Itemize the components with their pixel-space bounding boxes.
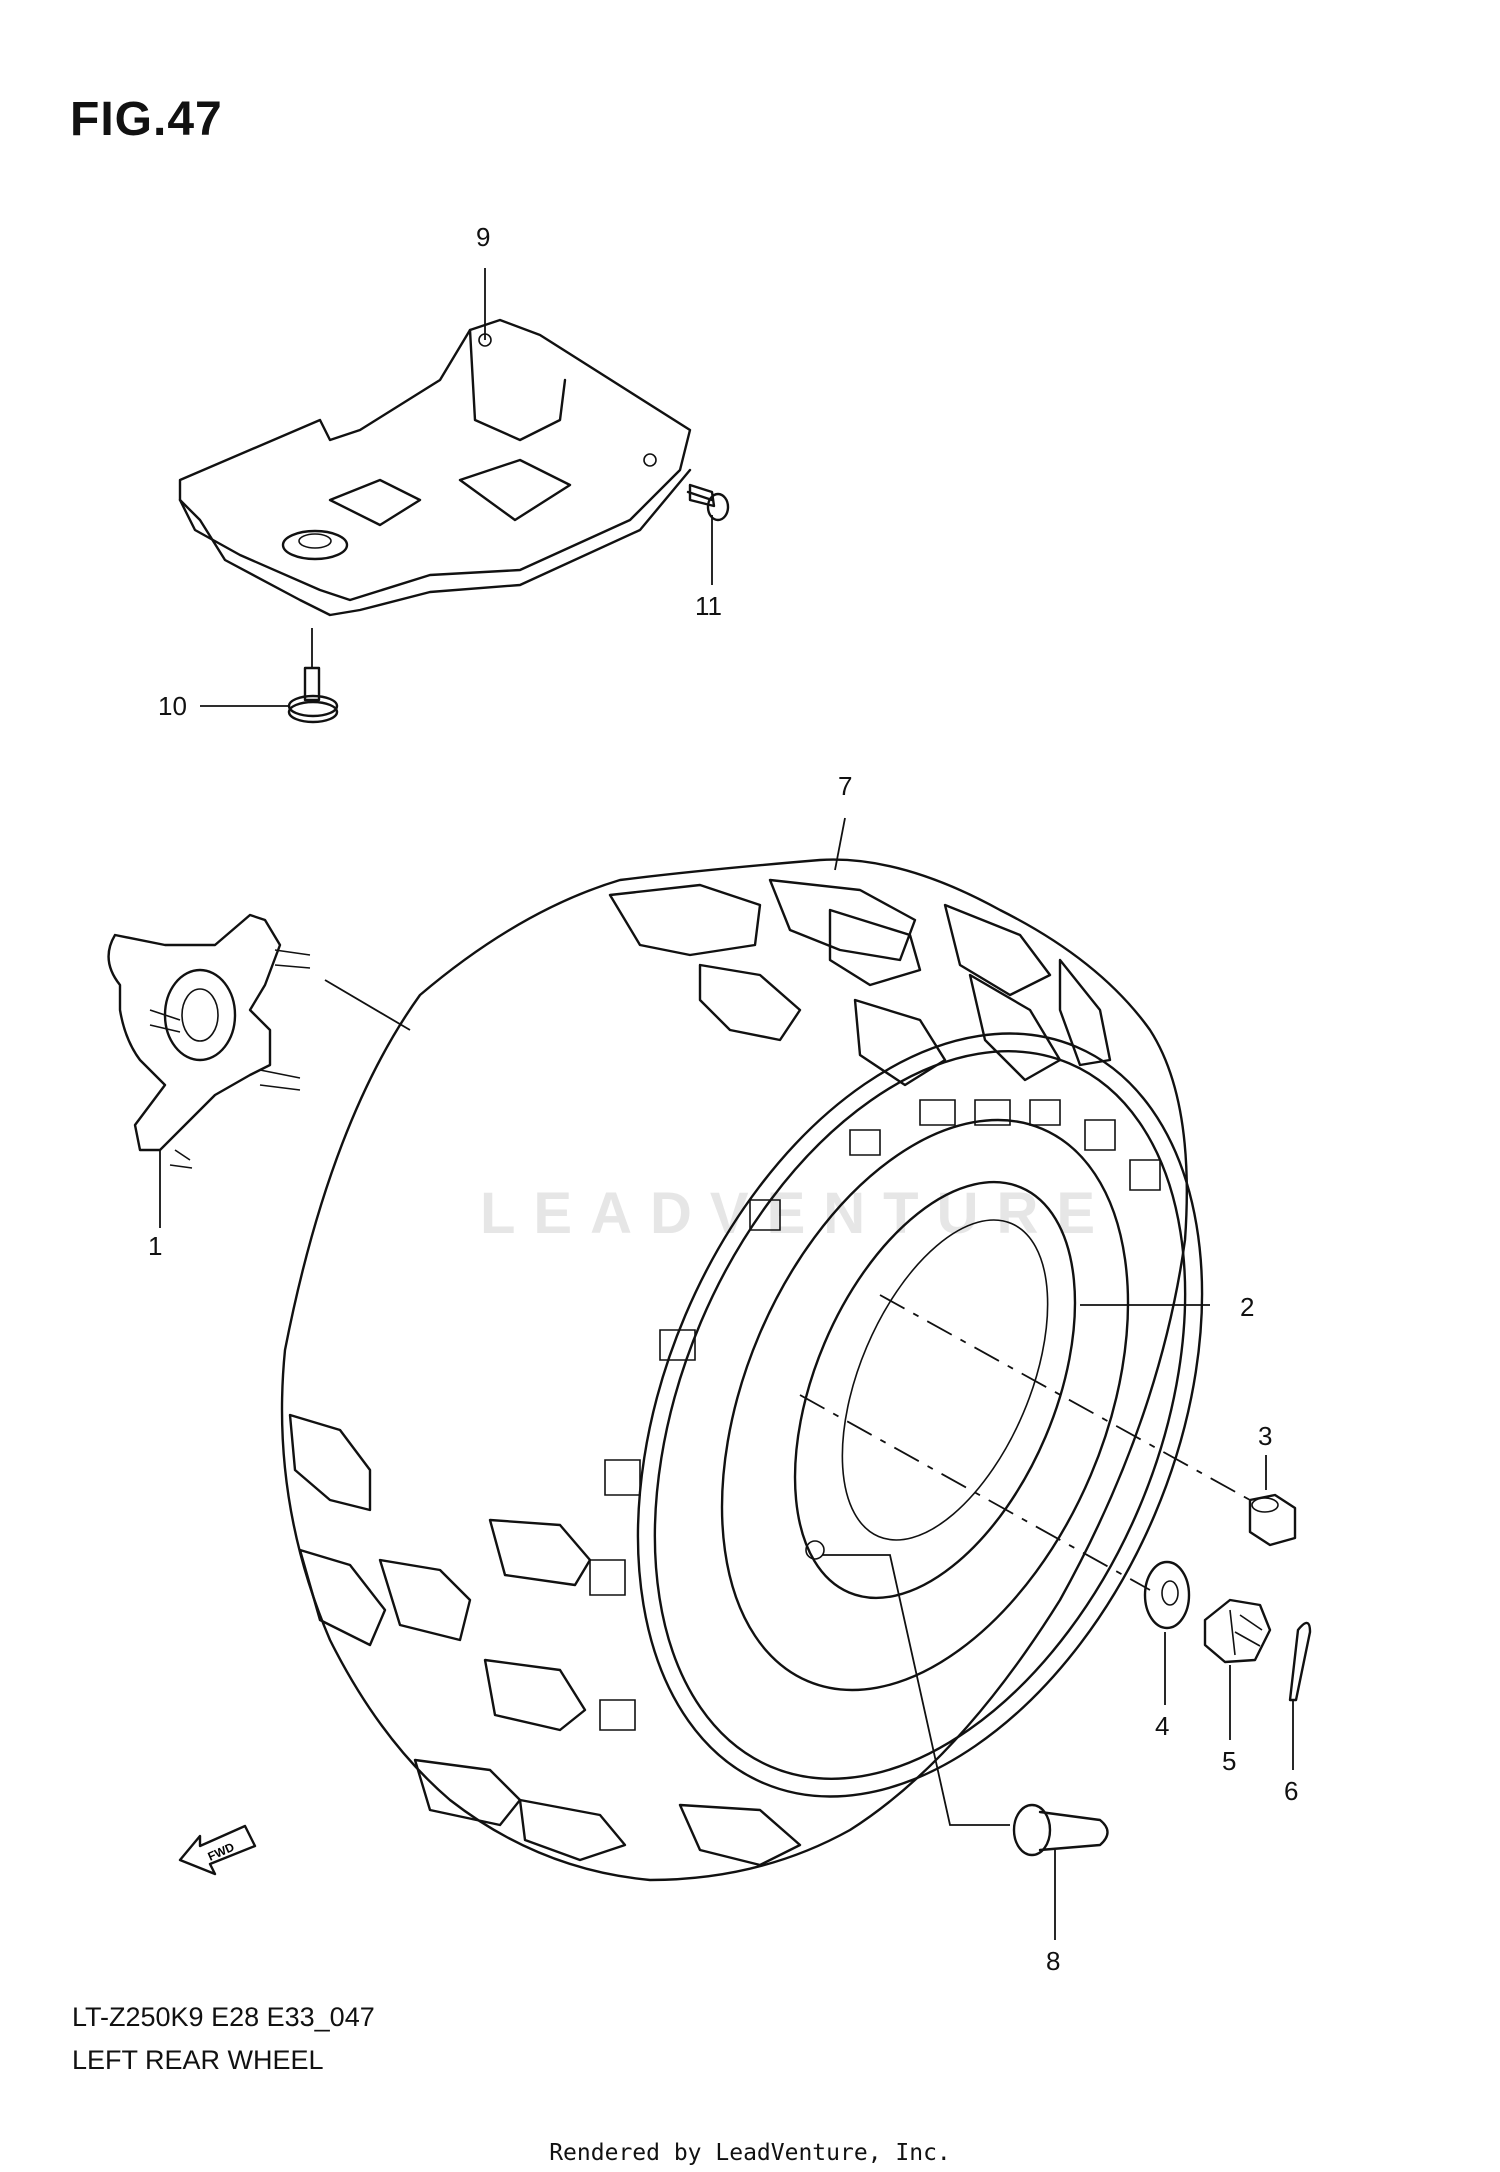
caption-name: LEFT REAR WHEEL: [72, 2045, 324, 2075]
leader-lines: [159, 268, 1294, 1940]
figure-title: FIG.47: [70, 93, 223, 146]
callout-1: 1: [148, 1231, 162, 1261]
cotter-pin-6-part[interactable]: [1288, 1621, 1312, 1702]
callout-7: 7: [838, 771, 852, 801]
wheel-hub-part[interactable]: [107, 913, 311, 1169]
fwd-arrow-icon: FWD: [178, 1824, 257, 1876]
callout-2: 2: [1240, 1292, 1254, 1322]
bolt-11-part[interactable]: [686, 483, 730, 522]
castle-nut-5-part[interactable]: [1203, 1598, 1272, 1664]
caption-code: LT-Z250K9 E28 E33_047: [72, 2002, 375, 2032]
skid-plate-part[interactable]: [178, 318, 692, 617]
callout-9: 9: [476, 222, 490, 252]
callout-8: 8: [1046, 1946, 1060, 1976]
callout-11: 11: [695, 591, 722, 621]
callout-10: 10: [158, 691, 187, 721]
callout-4: 4: [1155, 1711, 1169, 1741]
rim-part[interactable]: [529, 947, 1311, 1883]
nut-3-part[interactable]: [1248, 1493, 1297, 1547]
callout-6: 6: [1284, 1776, 1298, 1806]
footer-text: Rendered by LeadVenture, Inc.: [549, 2140, 951, 2166]
tire-part[interactable]: [280, 858, 1188, 1882]
callout-3: 3: [1258, 1421, 1272, 1451]
bolt-10-part[interactable]: [287, 666, 339, 724]
valve-8-part[interactable]: [1012, 1803, 1109, 1857]
washer-4-part[interactable]: [1143, 1560, 1191, 1630]
callout-5: 5: [1222, 1746, 1236, 1776]
watermark-text: LEADVENTURE: [480, 1181, 1114, 1246]
